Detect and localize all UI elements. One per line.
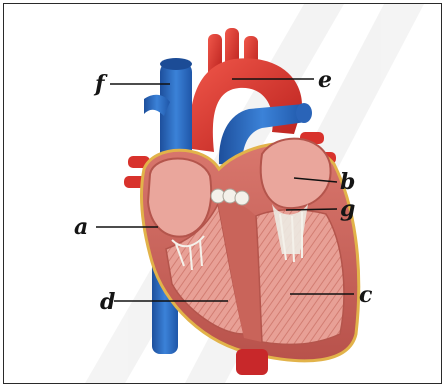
heart-anatomy-diagram: f e a b g d c	[4, 4, 442, 384]
right-atrium	[148, 159, 211, 237]
label-e: e	[318, 67, 332, 93]
label-d: d	[100, 289, 115, 315]
label-b: b	[340, 169, 355, 195]
label-f: f	[93, 71, 108, 97]
left-atrium	[261, 139, 331, 209]
label-c: c	[359, 282, 373, 308]
semilunar-valves	[211, 189, 249, 205]
diagram-frame: f e a b g d c	[3, 3, 442, 384]
descending-aorta	[236, 349, 268, 375]
label-a: a	[74, 214, 88, 240]
leader-g	[286, 209, 337, 210]
superior-vena-cava	[144, 58, 192, 162]
label-g: g	[340, 196, 355, 222]
